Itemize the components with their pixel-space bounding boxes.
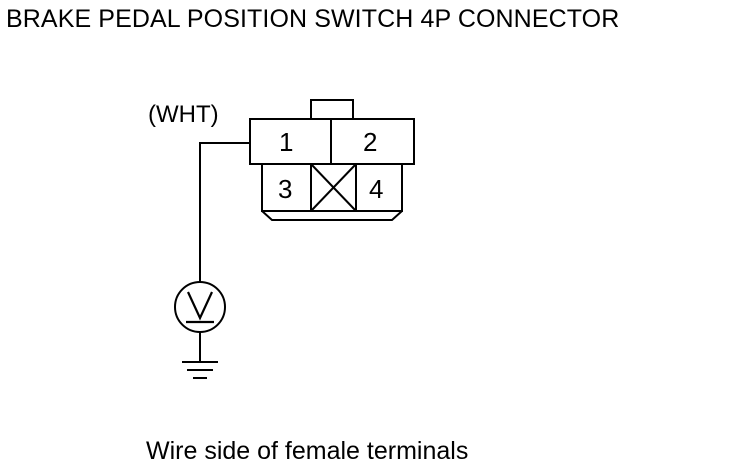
diagram-caption: Wire side of female terminals bbox=[146, 437, 469, 465]
wire-color-label: (WHT) bbox=[148, 101, 219, 128]
diagram-title: BRAKE PEDAL POSITION SWITCH 4P CONNECTOR bbox=[6, 5, 620, 33]
terminal-4-label: 4 bbox=[369, 174, 383, 204]
terminal-2-label: 2 bbox=[363, 127, 377, 157]
empty-cavity-cross-icon bbox=[310, 163, 357, 212]
connector-lower-row bbox=[261, 163, 403, 212]
ground-symbol-icon bbox=[182, 361, 218, 379]
connector-base bbox=[261, 210, 403, 221]
probe-wire bbox=[199, 142, 250, 283]
terminal-3-label: 3 bbox=[278, 174, 292, 204]
voltmeter-icon bbox=[174, 281, 226, 333]
terminal-1-label: 1 bbox=[279, 127, 293, 157]
connector-lock-tab bbox=[310, 99, 354, 119]
